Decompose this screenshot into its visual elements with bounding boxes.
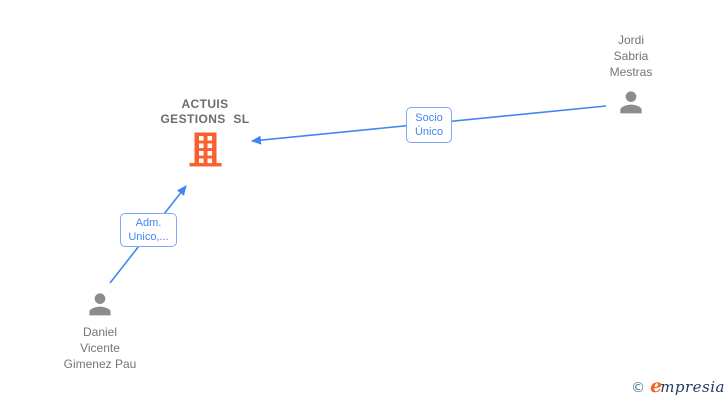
person-node-daniel[interactable]: Daniel Vicente Gimenez Pau — [40, 288, 160, 372]
person-name-line: Gimenez Pau — [63, 357, 137, 371]
person-name-line: Mestras — [609, 65, 653, 79]
edge-label-line: Adm. — [135, 217, 162, 229]
person-icon — [620, 91, 642, 114]
person-name: Jordi Sabria Mestras — [576, 32, 686, 80]
edge-label-line: Unico,... — [128, 231, 169, 243]
person-name-line: Daniel — [82, 325, 118, 339]
edge-label-socio-unico[interactable]: Socio Único — [406, 107, 452, 143]
person-name-line: Jordi — [617, 33, 644, 47]
building-icon — [189, 132, 221, 167]
person-icon — [89, 293, 111, 316]
brand-name: empresia — [650, 375, 725, 397]
edge-label-line: Único — [414, 126, 444, 138]
company-name: ACTUIS GESTIONS SL — [119, 97, 291, 127]
company-name-line: GESTIONS SL — [160, 112, 250, 126]
edge-label-line: Socio — [415, 112, 443, 124]
person-name: Daniel Vicente Gimenez Pau — [40, 324, 160, 372]
brand-name-rest: mpresia — [660, 378, 725, 396]
person-name-line: Vicente — [80, 341, 120, 355]
edge-label-adm-unico[interactable]: Adm. Unico,... — [120, 213, 177, 247]
person-name-line: Sabria — [613, 49, 649, 63]
company-node[interactable]: ACTUIS GESTIONS SL — [119, 97, 291, 169]
copyright-icon: © — [631, 380, 646, 396]
person-node-jordi[interactable]: Jordi Sabria Mestras — [576, 32, 686, 118]
company-name-line: ACTUIS — [181, 97, 229, 111]
brand-name-initial: e — [650, 375, 663, 397]
brand-footer[interactable]: © empresia — [631, 375, 725, 397]
